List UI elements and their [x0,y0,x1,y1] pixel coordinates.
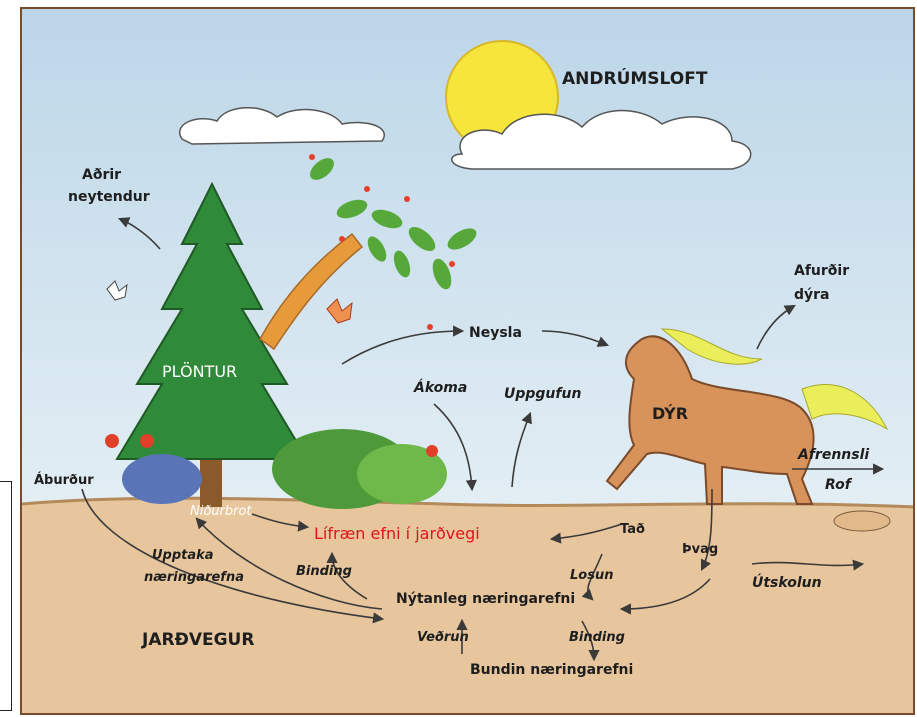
label-decomposition: Niðurbrot [190,504,252,519]
label-fertilizer: Áburður [34,472,94,488]
label-animal-products-2: dýra [794,287,830,303]
nutrient-cycle-diagram: ANDRÚMSLOFT Aðrir neytendur Afurðir dýra… [22,9,915,715]
label-release: Losun [570,568,613,583]
label-uptake-2: næringarefna [144,570,244,585]
label-atmosphere: ANDRÚMSLOFT [562,67,708,89]
rock [834,511,890,531]
label-erosion: Rof [825,477,853,493]
label-binding-upper: Binding [296,564,352,579]
label-evaporation: Uppgufun [504,386,581,402]
label-other-consumers-1: Aðrir [82,167,121,183]
label-soil-organic-matter: Lífræn efni í jarðvegi [314,524,480,543]
label-plants: PLÖNTUR [162,362,237,381]
label-animal-products-1: Afurðir [794,263,849,279]
label-binding-lower: Binding [569,630,625,645]
label-weathering: Veðrun [417,630,469,645]
label-consumption: Neysla [469,325,522,341]
side-panel-edge [0,481,12,711]
label-deposition: Ákoma [413,379,467,396]
label-other-consumers-2: neytendur [68,189,150,205]
label-animals: DÝR [652,404,688,423]
label-urine: Þvag [682,542,718,557]
label-runoff: Afrennsli [797,447,869,463]
label-available-nutrients: Nýtanleg næringarefni [396,591,575,607]
label-dung: Tað [620,522,645,537]
label-uptake-1: Upptaka [152,548,214,563]
diagram-frame: ANDRÚMSLOFT Aðrir neytendur Afurðir dýra… [20,7,915,715]
label-soil: JARÐVEGUR [141,630,254,650]
label-bound-nutrients: Bundin næringarefni [470,662,633,678]
label-leaching: Útskolun [752,573,822,591]
